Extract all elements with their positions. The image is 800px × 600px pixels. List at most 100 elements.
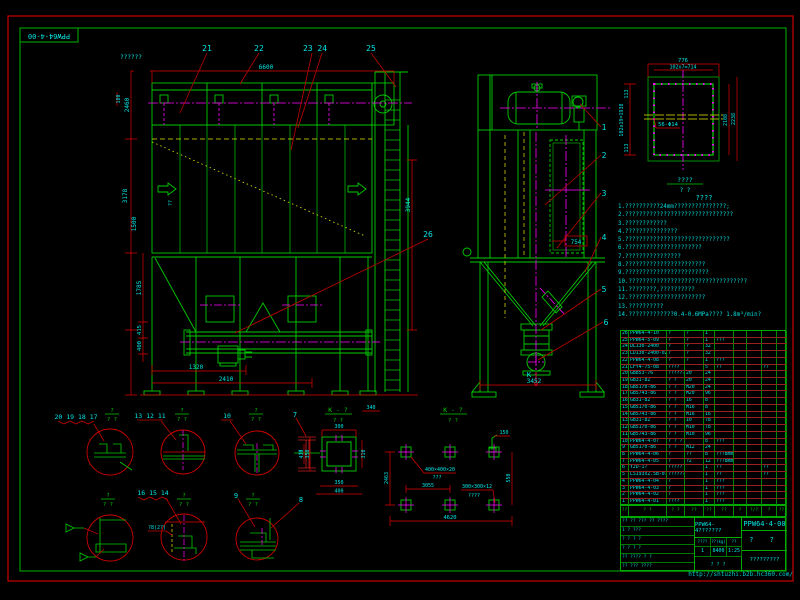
bom-item-no: 18: [621, 384, 629, 392]
bom-code: GB5170-86: [629, 425, 667, 432]
bom-item-no: 7: [621, 458, 629, 466]
bom-extra4: [777, 438, 787, 446]
bom-code: PPW64-4-02: [629, 492, 667, 499]
bom-extra1: [734, 431, 747, 439]
bom-name: ?: [667, 351, 685, 358]
bom-item-no: 10: [621, 438, 629, 446]
bom-code: PPW64-4-06: [629, 451, 667, 459]
bom-header-cell: ??: [704, 506, 715, 516]
front-view-structure: [143, 71, 409, 396]
dim-3055: 3055: [422, 483, 434, 489]
bom-name: ?: [667, 337, 685, 345]
bom-name: ? ?: [667, 431, 685, 439]
bom-remark: [715, 384, 734, 392]
side-view-labels: 1 2 3 4 5 6 754 K 3452: [527, 123, 609, 385]
bom-code: PPW64-4-07: [629, 438, 667, 446]
bom-name: ? ?: [667, 398, 685, 405]
dim-1500: 1500: [131, 216, 138, 231]
bom-item-no: 5: [621, 472, 629, 479]
bom-extra3: [762, 411, 777, 419]
bom-qty: 12: [704, 458, 715, 466]
bom-extra3: ??: [762, 472, 777, 479]
front-view-leaders: [179, 52, 429, 334]
bom-name: ???????: [667, 371, 685, 379]
bom-remark: ???: [715, 438, 734, 446]
foundation-plan: [385, 434, 513, 526]
bom-remark: ??: [715, 364, 734, 372]
qty-value: 1: [695, 547, 711, 557]
callout-5: 5: [602, 285, 607, 294]
bom-extra3: [762, 425, 777, 432]
bom-extra4: [777, 458, 787, 466]
note-line: 1.??????????24mm???????????????;: [618, 204, 730, 210]
dim-776: 776: [678, 58, 688, 64]
bom-spec: [685, 472, 704, 479]
bom-header-cell: ?: [734, 506, 747, 516]
callout-4: 4: [602, 233, 607, 242]
bom-header-cell: ? ?: [667, 506, 685, 516]
bom-extra4: [777, 337, 787, 345]
bom-spec: [685, 478, 704, 486]
dim-550: 550: [506, 473, 512, 482]
bom-spec: ?: [685, 344, 704, 352]
bom-qty: 32: [704, 351, 715, 358]
bom-extra2: [747, 425, 762, 432]
bom-header-cell: ??: [685, 506, 704, 516]
detail-scale-fractions: ?? ? ?? ? ?? ? ?? ? ?? ? ?? ?: [103, 408, 261, 508]
bom-remark: ???: [715, 492, 734, 499]
bom-extra2: [747, 485, 762, 493]
dim-340: 340: [366, 405, 375, 411]
bom-name: ?: [667, 344, 685, 352]
callout-7: 7: [293, 411, 297, 419]
bom-extra3: [762, 391, 777, 399]
bom-remark: [715, 378, 734, 385]
svg-text:? ?: ? ?: [448, 418, 458, 424]
bom-qty: 24: [704, 378, 715, 385]
bom-qty: 16: [704, 411, 715, 419]
bom-extra1: [734, 438, 747, 446]
callout-6: 6: [604, 318, 609, 327]
bom-extra1: [734, 411, 747, 419]
bom-extra4: [777, 351, 787, 358]
foundation-labels: 2463 3055 4620 150 550 400×400×20 ??? 30…: [384, 430, 512, 521]
bom-spec: [685, 492, 704, 499]
bom-spec: ?: [685, 331, 704, 338]
bom-item-no: 21: [621, 364, 629, 372]
bom-extra2: [747, 465, 762, 473]
front-view-labels: 21 22 23 24 25 26 ?????? 6600 2460 3178 …: [116, 44, 433, 383]
callout-23-24: 23 24: [303, 44, 327, 53]
bom-item-no: 9: [621, 445, 629, 452]
bom-spec: M20: [685, 391, 704, 399]
detail-aux-yellow: [163, 451, 205, 552]
dim-300: 300: [334, 424, 343, 430]
bom-extra1: [734, 465, 747, 473]
bom-extra3: [762, 458, 777, 466]
side-view-centerlines: [500, 82, 612, 385]
sheet-borders: [7, 15, 794, 582]
svg-text:?: ?: [182, 493, 185, 499]
bom-extra4: [777, 492, 787, 499]
dim-430: 430: [299, 449, 305, 458]
bom-qty: 96: [704, 391, 715, 399]
svg-text:? ?: ? ?: [177, 417, 187, 423]
bom-item-no: 4: [621, 478, 629, 486]
callout-22: 22: [254, 44, 264, 53]
bom-qty: 8: [704, 398, 715, 405]
callout-8: 8: [299, 496, 303, 504]
note-line: 6.??????????????????????: [618, 245, 702, 252]
side-view-aux: [504, 132, 525, 318]
bom-extra4: [777, 431, 787, 439]
bom-qty: 24: [704, 371, 715, 379]
bom-remark: [715, 351, 734, 358]
bom-item-no: 13: [621, 418, 629, 426]
corner-drawing-number: PPW64-4-00: [28, 32, 70, 40]
bom-remark: [715, 331, 734, 338]
bom-extra1: [734, 337, 747, 345]
svg-text:? ?: ? ?: [179, 502, 189, 508]
note-line: 9.????????????????????????: [618, 270, 709, 277]
dim-3944: 3944: [405, 197, 412, 212]
bom-qty: 1: [704, 331, 715, 338]
detail-leaders: [57, 417, 307, 558]
bom-remark: [715, 398, 734, 405]
bom-extra2: [747, 438, 762, 446]
